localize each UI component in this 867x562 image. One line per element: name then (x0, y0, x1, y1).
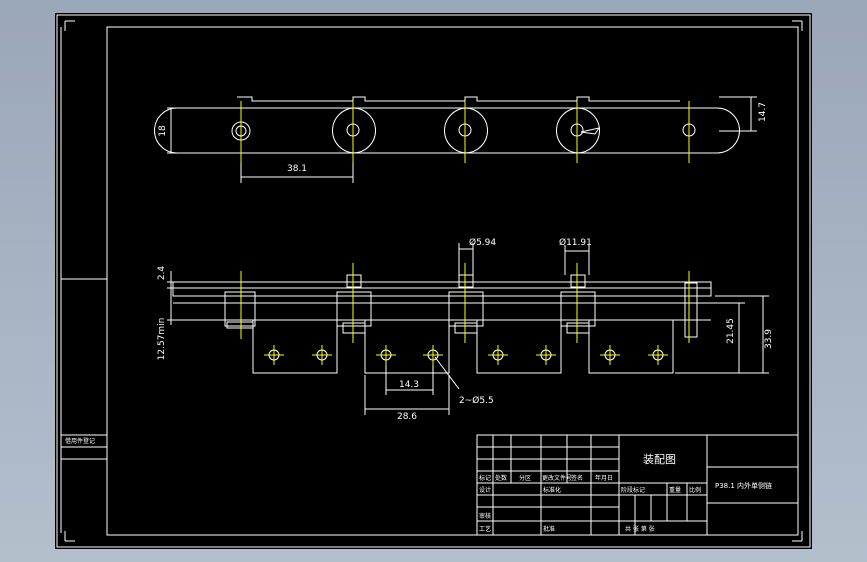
cell-zone: 分区 (519, 474, 531, 482)
dim-18: 18 (158, 125, 168, 137)
dim-14-7: 14.7 (758, 102, 768, 122)
cell-scale: 比例 (689, 486, 701, 494)
cell-date: 年月日 (595, 474, 613, 482)
cell-review: 审核 (479, 512, 491, 520)
dim-hole-spec: 2~Ø5.5 (459, 395, 494, 406)
cell-stage: 阶段标记 (621, 486, 645, 494)
cell-process: 工艺 (479, 525, 491, 533)
drawing-title: 装配图 (643, 453, 676, 466)
part-name: P38.1 内外单侧链 (715, 481, 772, 490)
cell-sign: 签名 (571, 474, 583, 482)
dim-pitch: 38.1 (287, 164, 307, 174)
dim-min-clear: 12.57min (157, 318, 167, 361)
outer-frame (56, 14, 811, 548)
dim-attach-width: 28.6 (397, 412, 417, 422)
cell-weight: 重量 (669, 486, 681, 494)
inner-frame (106, 26, 799, 536)
dim-hole-pitch: 14.3 (399, 380, 419, 390)
front-view-chain (172, 263, 712, 374)
drawing-canvas: 借用件登记 18 14.7 38.1 (56, 14, 811, 548)
dim-gap: 2.4 (157, 266, 167, 281)
dim-pin-dia: Ø5.94 (469, 237, 496, 248)
title-block (476, 434, 799, 536)
drawing-sheet: 借用件登记 18 14.7 38.1 (55, 13, 812, 549)
dim-roller-dia: Ø11.91 (559, 237, 592, 248)
dim-33-9: 33.9 (764, 329, 774, 349)
margin-label: 借用件登记 (65, 437, 95, 445)
cell-doc: 更改文件号 (542, 474, 572, 482)
dim-21-45: 21.45 (726, 318, 736, 344)
cell-design: 设计 (479, 486, 491, 494)
cell-count: 处数 (495, 474, 507, 482)
top-view-chain (154, 96, 740, 163)
cell-standard: 标准化 (543, 486, 561, 494)
cell-mark: 标记 (479, 474, 491, 482)
cell-sheets: 共 张 第 张 (625, 525, 655, 533)
cell-approve: 批准 (543, 525, 555, 533)
